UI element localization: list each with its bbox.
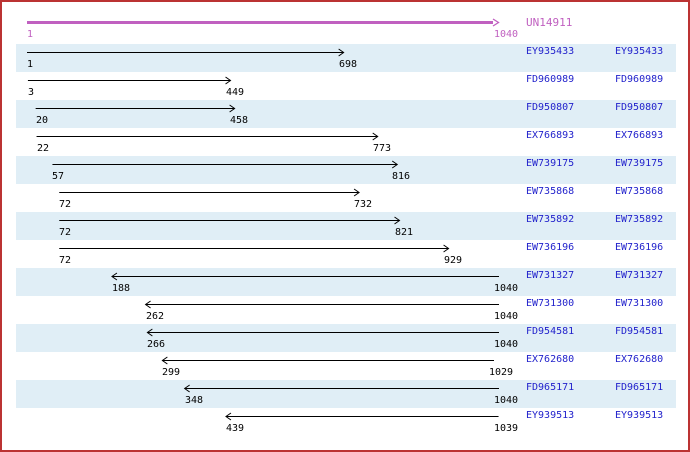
accession-link-col1[interactable]: EY935433: [526, 46, 575, 57]
accession-link-col1[interactable]: FD960989: [526, 74, 575, 85]
accession-link-col1[interactable]: FD965171: [526, 382, 575, 393]
row-band: [16, 380, 676, 408]
alignment-arrow-icon: [161, 356, 495, 365]
accession-link-col1[interactable]: EW731327: [526, 270, 575, 281]
start-coordinate: 3: [28, 87, 35, 98]
accession-link-col1[interactable]: EX766893: [526, 130, 575, 141]
unigene-row: 1 1040 UN14911: [2, 2, 688, 44]
end-coordinate: 458: [230, 115, 249, 126]
end-coordinate: 1029: [489, 367, 514, 378]
accession-link-col1[interactable]: EW739175: [526, 158, 575, 169]
accession-link-col1[interactable]: EW736196: [526, 242, 575, 253]
alignment-arrow-icon: [146, 328, 499, 337]
accession-link-col2[interactable]: EY935433: [615, 46, 664, 57]
accession-link-col2[interactable]: FD950807: [615, 102, 664, 113]
start-coordinate: 20: [36, 115, 49, 126]
alignment-row: 188 1040 EW731327 EW731327: [2, 268, 688, 296]
unigene-end-coordinate: 1040: [494, 29, 519, 40]
accession-link-col2[interactable]: EW736196: [615, 242, 664, 253]
start-coordinate: 188: [112, 283, 131, 294]
alignment-arrow-icon: [59, 188, 360, 197]
end-coordinate: 821: [395, 227, 414, 238]
end-coordinate: 773: [373, 143, 392, 154]
row-band: [16, 212, 676, 240]
alignment-arrow-icon: [183, 384, 499, 393]
alignment-row: 72 821 EW735892 EW735892: [2, 212, 688, 240]
alignment-arrow-icon: [27, 76, 232, 85]
start-coordinate: 262: [146, 311, 165, 322]
start-coordinate: 57: [52, 171, 65, 182]
accession-link-col2[interactable]: EX766893: [615, 130, 664, 141]
end-coordinate: 816: [392, 171, 411, 182]
start-coordinate: 72: [59, 255, 72, 266]
alignment-row: 3 449 FD960989 FD960989: [2, 72, 688, 100]
start-coordinate: 299: [162, 367, 181, 378]
alignment-arrow-icon: [35, 104, 236, 113]
accession-link-col1[interactable]: EW735868: [526, 186, 575, 197]
start-coordinate: 266: [147, 339, 166, 350]
alignment-row: 57 816 EW739175 EW739175: [2, 156, 688, 184]
accession-link-col2[interactable]: EW731327: [615, 270, 664, 281]
accession-link-col2[interactable]: FD954581: [615, 326, 664, 337]
end-coordinate: 698: [339, 59, 358, 70]
start-coordinate: 439: [226, 423, 245, 434]
unigene-name-label: UN14911: [526, 16, 573, 29]
row-band: [16, 156, 676, 184]
unigene-start-coordinate: 1: [27, 29, 34, 40]
start-coordinate: 72: [59, 199, 72, 210]
accession-link-col1[interactable]: FD950807: [526, 102, 575, 113]
accession-link-col2[interactable]: FD960989: [615, 74, 664, 85]
end-coordinate: 1040: [494, 339, 519, 350]
end-coordinate: 732: [354, 199, 373, 210]
accession-link-col2[interactable]: FD965171: [615, 382, 664, 393]
start-coordinate: 72: [59, 227, 72, 238]
row-band: [16, 100, 676, 128]
unigene-arrow-icon: [27, 18, 500, 27]
row-band: [16, 44, 676, 72]
alignment-row: 348 1040 FD965171 FD965171: [2, 380, 688, 408]
end-coordinate: 1040: [494, 283, 519, 294]
row-band: [16, 268, 676, 296]
accession-link-col2[interactable]: EW731300: [615, 298, 664, 309]
row-band: [16, 324, 676, 352]
start-coordinate: 1: [27, 59, 34, 70]
alignment-row: 20 458 FD950807 FD950807: [2, 100, 688, 128]
accession-link-col2[interactable]: EX762680: [615, 354, 664, 365]
alignment-row: 266 1040 FD954581 FD954581: [2, 324, 688, 352]
alignment-arrow-icon: [52, 160, 399, 169]
alignment-arrow-icon: [59, 244, 450, 253]
alignment-row: 262 1040 EW731300 EW731300: [2, 296, 688, 324]
alignment-row: 439 1039 EY939513 EY939513: [2, 408, 688, 436]
accession-link-col1[interactable]: EY939513: [526, 410, 575, 421]
end-coordinate: 929: [444, 255, 463, 266]
alignment-arrow-icon: [59, 216, 401, 225]
alignment-arrow-icon: [144, 300, 499, 309]
end-coordinate: 1039: [494, 423, 519, 434]
accession-link-col1[interactable]: EW735892: [526, 214, 575, 225]
end-coordinate: 1040: [494, 395, 519, 406]
accession-link-col1[interactable]: EX762680: [526, 354, 575, 365]
alignment-row: 72 929 EW736196 EW736196: [2, 240, 688, 268]
end-coordinate: 449: [226, 87, 245, 98]
accession-link-col1[interactable]: EW731300: [526, 298, 575, 309]
alignment-row: 299 1029 EX762680 EX762680: [2, 352, 688, 380]
alignment-arrow-icon: [27, 48, 345, 57]
alignment-row: 72 732 EW735868 EW735868: [2, 184, 688, 212]
alignment-arrow-icon: [36, 132, 379, 141]
accession-link-col2[interactable]: EY939513: [615, 410, 664, 421]
start-coordinate: 22: [37, 143, 50, 154]
start-coordinate: 348: [185, 395, 204, 406]
alignment-row: 1 698 EY935433 EY935433: [2, 44, 688, 72]
alignment-arrow-icon: [225, 412, 499, 421]
accession-link-col2[interactable]: EW735868: [615, 186, 664, 197]
accession-link-col2[interactable]: EW735892: [615, 214, 664, 225]
end-coordinate: 1040: [494, 311, 519, 322]
alignment-arrow-icon: [111, 272, 499, 281]
accession-link-col1[interactable]: FD954581: [526, 326, 575, 337]
alignment-row: 22 773 EX766893 EX766893: [2, 128, 688, 156]
accession-link-col2[interactable]: EW739175: [615, 158, 664, 169]
